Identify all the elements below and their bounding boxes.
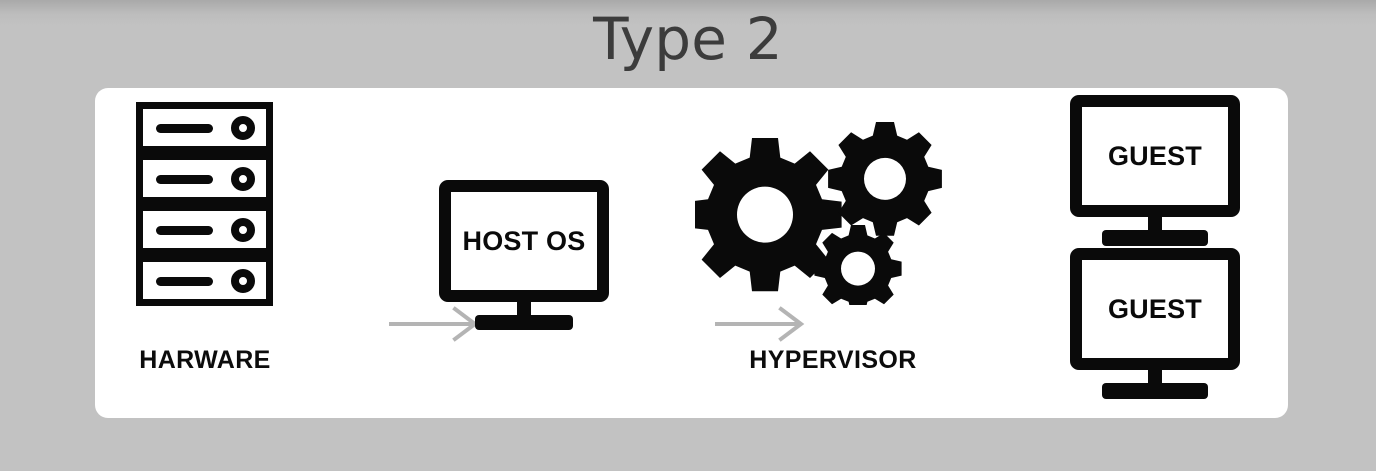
gear-medium-icon bbox=[828, 122, 942, 236]
monitor-icon-guest-2: GUEST bbox=[1070, 248, 1240, 400]
monitor-screen: HOST OS bbox=[439, 180, 609, 302]
monitor-base bbox=[1102, 230, 1208, 246]
monitor-neck bbox=[517, 302, 531, 318]
monitor-base bbox=[1102, 383, 1208, 399]
server-led-icon bbox=[231, 115, 255, 140]
monitor-screen-label: HOST OS bbox=[462, 225, 586, 256]
server-unit bbox=[136, 255, 273, 306]
server-bar-icon bbox=[156, 174, 213, 184]
monitor-screen-label: GUEST bbox=[1107, 293, 1202, 324]
stage-label-hardware: HARWARE bbox=[139, 346, 271, 374]
server-led-icon bbox=[231, 166, 255, 191]
monitor-screen: GUEST bbox=[1070, 95, 1240, 217]
server-unit bbox=[136, 102, 273, 153]
stage-hypervisor: HYPERVISOR bbox=[695, 102, 985, 402]
monitor-screen-label: GUEST bbox=[1107, 140, 1202, 171]
monitor-base bbox=[475, 315, 573, 330]
gear-small-icon bbox=[814, 225, 902, 305]
monitor-screen: GUEST bbox=[1070, 248, 1240, 370]
gears-icon bbox=[695, 122, 942, 305]
server-unit bbox=[136, 153, 273, 204]
server-stack-icon bbox=[136, 102, 273, 306]
stage-guest: GUEST GUEST bbox=[1070, 88, 1280, 400]
page-title: Type 2 bbox=[593, 5, 783, 73]
stage-label-hypervisor: HYPERVISOR bbox=[749, 346, 917, 374]
server-led-icon bbox=[231, 217, 255, 242]
server-led-icon bbox=[231, 268, 255, 293]
gear-large-icon bbox=[695, 138, 842, 292]
monitor-neck bbox=[1148, 370, 1162, 386]
server-bar-icon bbox=[156, 123, 213, 133]
stage-host-os: HOST OS bbox=[439, 102, 659, 402]
monitor-neck bbox=[1148, 217, 1162, 233]
server-unit bbox=[136, 204, 273, 255]
monitor-icon-guest-1: GUEST bbox=[1070, 95, 1240, 247]
monitor-icon-host-os: HOST OS bbox=[439, 180, 609, 330]
stage-hardware: HARWARE bbox=[136, 102, 336, 402]
arrow-host-to-hypervisor-icon bbox=[715, 306, 805, 342]
diagram-panel: HARWARE HOST OS bbox=[95, 88, 1288, 418]
server-bar-icon bbox=[156, 225, 213, 235]
server-bar-icon bbox=[156, 276, 213, 286]
